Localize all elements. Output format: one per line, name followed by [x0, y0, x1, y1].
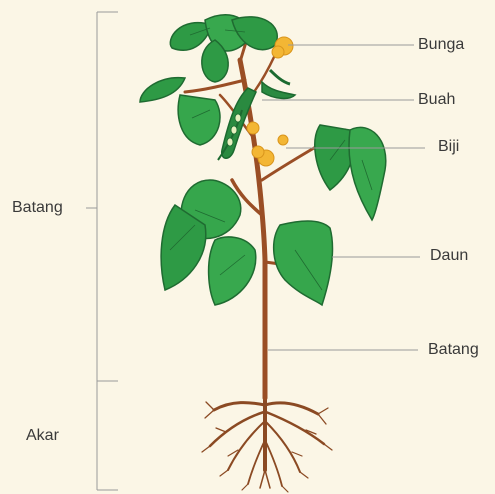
- leader-lines: [262, 45, 425, 350]
- label-bunga: Bunga: [418, 36, 464, 54]
- label-biji: Biji: [438, 138, 459, 156]
- roots: [202, 395, 332, 492]
- left-bracket: [86, 12, 118, 490]
- label-buah: Buah: [418, 91, 455, 109]
- label-batang-right: Batang: [428, 341, 479, 359]
- label-daun: Daun: [430, 247, 468, 265]
- label-akar: Akar: [26, 427, 59, 445]
- label-batang-left: Batang: [12, 199, 63, 217]
